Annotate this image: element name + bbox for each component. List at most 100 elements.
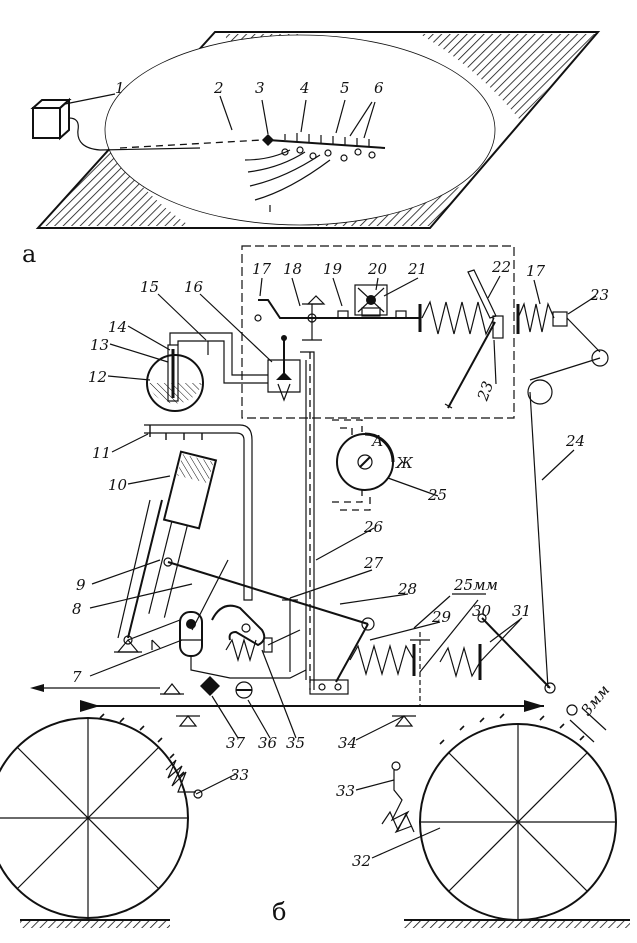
- label-33-right: 33: [336, 782, 355, 800]
- pipe-15: [169, 332, 268, 384]
- ground-pivots: [160, 295, 416, 727]
- label-9: 9: [76, 576, 86, 594]
- label-29: 29: [431, 608, 452, 626]
- wheel-left: [0, 717, 189, 919]
- label-23-lever: 23: [473, 379, 497, 404]
- pivot-7: [114, 635, 142, 653]
- spring-33-left: [165, 759, 196, 793]
- label-36: 36: [258, 734, 278, 752]
- caption-b: б: [272, 898, 286, 926]
- manifold-11: [144, 424, 253, 601]
- supply-hose: [68, 117, 201, 151]
- dim-25mm-label: 25мм: [453, 576, 498, 594]
- spring-31: [439, 645, 481, 679]
- valve-body-7: [179, 611, 307, 679]
- rod-8: [191, 559, 229, 631]
- label-20: 20: [367, 260, 388, 278]
- lever-22-block: [492, 315, 504, 339]
- gauge-pipe: [332, 419, 371, 511]
- label-1: 1: [115, 79, 125, 97]
- pulley-upper: [591, 349, 609, 367]
- field-hatched-corner-right: [420, 34, 596, 120]
- label-22: 22: [491, 258, 511, 276]
- rod-9: [127, 499, 163, 639]
- pipe-26: [300, 351, 315, 690]
- label-28: 28: [397, 580, 417, 598]
- label-37: 37: [226, 734, 246, 752]
- label-10: 10: [108, 476, 128, 494]
- field-parallelogram: [35, 31, 601, 229]
- dim-3mm-label: 3мм: [577, 681, 613, 719]
- label-30: 30: [472, 602, 492, 620]
- part-b-leaders: [89, 275, 597, 859]
- boom-line: [267, 139, 386, 149]
- label-17-left: 17: [252, 260, 272, 278]
- block-23-right: [552, 311, 568, 327]
- label-16: 16: [184, 278, 204, 296]
- wheel-right: [419, 723, 617, 921]
- float-13: [167, 344, 179, 402]
- cam-20-21: [354, 284, 388, 317]
- label-32: 32: [352, 852, 371, 870]
- cam-35: [211, 598, 301, 672]
- label-2: 2: [213, 79, 224, 97]
- part-a-labels: 1 2 3 4 5 6: [115, 79, 384, 97]
- label-18: 18: [283, 260, 302, 278]
- lever-23: [447, 321, 496, 409]
- spring-17-right: [517, 302, 555, 333]
- tank-box: [30, 97, 72, 141]
- link-27-28: [167, 561, 369, 625]
- label-12: 12: [88, 368, 107, 386]
- label-33-left: 33: [230, 766, 249, 784]
- manifold-nozzles: [149, 425, 203, 440]
- label-25: 25: [427, 486, 447, 504]
- pulley-lower: [527, 379, 553, 405]
- label-5: 5: [340, 79, 350, 97]
- dim-3mm: [569, 707, 607, 743]
- label-21: 21: [407, 260, 427, 278]
- gauge-label-zh: Ж: [395, 454, 414, 472]
- label-17-right: 17: [526, 262, 546, 280]
- nozzle-circles: [281, 146, 376, 162]
- arm-29: [309, 617, 375, 695]
- label-34: 34: [338, 734, 357, 752]
- label-26: 26: [363, 518, 384, 536]
- label-31: 31: [512, 602, 531, 620]
- label-6: 6: [374, 79, 384, 97]
- valve-16: [267, 335, 301, 402]
- cable-24: [529, 391, 549, 689]
- cylinder-10: [148, 450, 218, 618]
- label-35: 35: [286, 734, 305, 752]
- control-rod: [254, 299, 420, 322]
- pivot-18: [302, 303, 322, 341]
- field-hatched-corner-left: [40, 150, 190, 226]
- control-frame: [241, 245, 515, 419]
- label-11: 11: [92, 444, 111, 462]
- label-15: 15: [140, 278, 159, 296]
- label-27: 27: [363, 554, 384, 572]
- sprayed-area: [104, 34, 496, 226]
- wheel-teeth: [99, 713, 585, 777]
- travel-arrows: [244, 149, 331, 212]
- field-hatched-corner-bottom: [310, 182, 470, 226]
- dim-25mm: [413, 593, 486, 629]
- part-b-labels: 7 8 9 10 11 12 13 14 15 16 17 18 19 20 2…: [72, 258, 609, 870]
- spring-main: [421, 300, 495, 336]
- direction-arrow: [30, 684, 160, 692]
- part-a-field-view: 1 2 3 4 5 6 а: [22, 31, 601, 268]
- valve-37: [200, 676, 220, 696]
- label-8: 8: [72, 600, 82, 618]
- nozzle-ticks: [284, 133, 370, 147]
- label-7: 7: [72, 668, 82, 686]
- label-3: 3: [255, 79, 265, 97]
- lever-22: [467, 269, 497, 319]
- label-24: 24: [565, 432, 585, 450]
- part-b-mechanism: А Ж: [0, 245, 630, 928]
- part-a-leaders: [64, 93, 376, 139]
- spring-29: [349, 643, 415, 677]
- label-23-right: 23: [589, 286, 609, 304]
- label-14: 14: [108, 318, 127, 336]
- caption-a: а: [22, 240, 36, 268]
- label-4: 4: [299, 79, 310, 97]
